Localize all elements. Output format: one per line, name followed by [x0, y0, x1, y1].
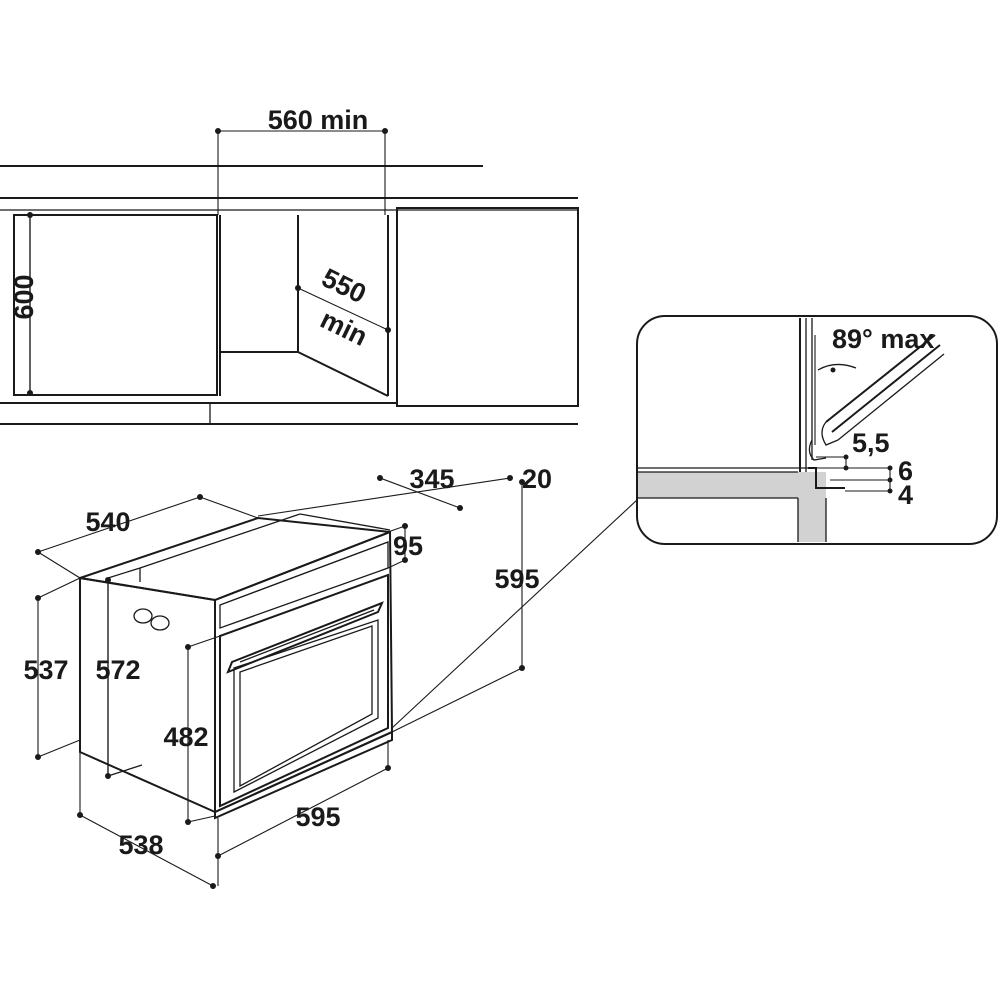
side-height-b-label: 572 [95, 655, 140, 685]
cabinet-niche-drawing [0, 165, 579, 425]
detail-a-label: 5,5 [852, 428, 890, 458]
oven-side-depth-label: 540 [85, 507, 130, 537]
oven-width-label: 595 [295, 802, 340, 832]
niche-depth-suffix-label: min [316, 304, 372, 352]
door-angle-label: 89° max [832, 324, 934, 354]
door-height-label: 482 [163, 722, 208, 752]
side-height-a-label: 537 [23, 655, 68, 685]
niche-depth-label: 550 [317, 263, 371, 310]
detail-c-label: 4 [898, 480, 913, 510]
niche-height-label: 600 [9, 274, 39, 319]
panel-offset-label: 95 [393, 531, 423, 561]
niche-width-label: 560 min [268, 105, 369, 135]
detail-leader-line [391, 499, 638, 729]
niche-dimension-lines [27, 128, 391, 396]
detail-b-label: 6 [898, 456, 913, 486]
oven-top-depth-label: 345 [409, 464, 454, 494]
oven-dimension-lines [35, 475, 525, 889]
oven-top-offset-label: 20 [522, 464, 552, 494]
oven-height-label: 595 [494, 564, 539, 594]
bottom-depth-label: 538 [118, 830, 163, 860]
door-hinge-detail-inset [636, 315, 998, 545]
